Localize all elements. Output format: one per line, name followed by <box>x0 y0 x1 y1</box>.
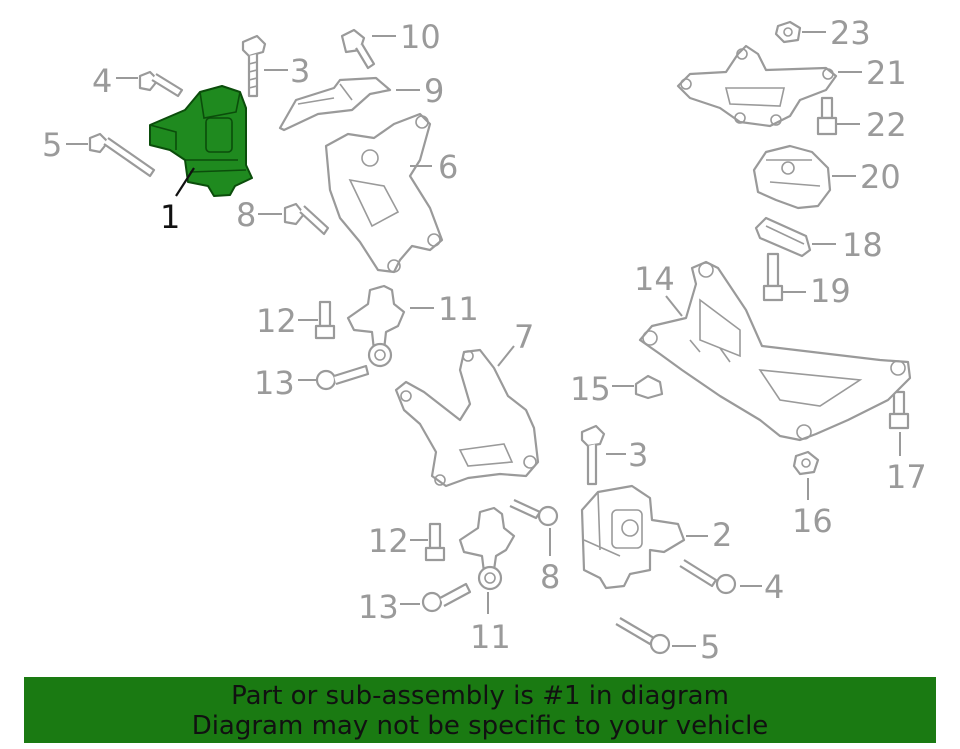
bolt-4-lower[interactable] <box>679 559 737 595</box>
part-11-link-upper[interactable] <box>346 284 406 368</box>
callout-9: 9 <box>424 72 444 110</box>
callout-11-lower: 11 <box>470 618 511 656</box>
bolt-13-lower[interactable] <box>421 582 472 613</box>
callout-7: 7 <box>514 318 534 356</box>
part-6-bracket[interactable] <box>324 112 444 274</box>
bolt-4-upper[interactable] <box>138 70 184 98</box>
leader-lines <box>66 31 901 647</box>
callout-18: 18 <box>842 226 883 264</box>
callout-3-lower: 3 <box>628 436 648 474</box>
callout-8-lower: 8 <box>540 558 560 596</box>
callout-21: 21 <box>866 54 907 92</box>
callout-22: 22 <box>866 106 907 144</box>
callout-4-upper: 4 <box>92 62 112 100</box>
bolt-12-upper[interactable] <box>314 300 336 340</box>
callout-8-upper: 8 <box>236 196 256 234</box>
callout-19: 19 <box>810 272 851 310</box>
callout-10: 10 <box>400 18 441 56</box>
part-1-engine-mount[interactable] <box>149 85 253 197</box>
bolt-22[interactable] <box>816 96 838 136</box>
callout-12-upper: 12 <box>256 302 297 340</box>
bolt-5-lower[interactable] <box>615 617 671 655</box>
callout-11-upper: 11 <box>438 290 479 328</box>
notice-banner: Part or sub-assembly is #1 in diagram Di… <box>24 677 936 743</box>
part-9-bracket[interactable] <box>278 76 392 132</box>
callout-16: 16 <box>792 502 833 540</box>
callout-23: 23 <box>830 14 871 52</box>
part-7-bracket[interactable] <box>394 348 540 488</box>
part-15-clip[interactable] <box>634 374 664 400</box>
part-20-mount[interactable] <box>752 144 832 210</box>
callout-17: 17 <box>886 458 927 496</box>
nut-23[interactable] <box>774 20 802 44</box>
bolt-8-lower[interactable] <box>509 499 559 527</box>
callout-3-upper: 3 <box>290 52 310 90</box>
bolt-12-lower[interactable] <box>424 522 446 562</box>
part-14-subframe[interactable] <box>638 260 912 442</box>
callout-14: 14 <box>634 260 675 298</box>
part-21-bracket[interactable] <box>676 44 838 128</box>
callout-1: 1 <box>160 198 180 236</box>
bolt-8-upper[interactable] <box>283 202 330 236</box>
bolt-3-upper[interactable] <box>241 34 267 98</box>
part-2-mount[interactable] <box>580 484 686 590</box>
callout-4-lower: 4 <box>764 568 784 606</box>
bolt-5-upper[interactable] <box>88 132 156 178</box>
banner-line-2: Diagram may not be specific to your vehi… <box>191 711 769 741</box>
callout-13-lower: 13 <box>358 588 399 626</box>
part-11-link-lower[interactable] <box>458 506 516 591</box>
callout-6: 6 <box>438 148 458 186</box>
callout-20: 20 <box>860 158 901 196</box>
bolt-10[interactable] <box>340 28 376 70</box>
bolt-3-lower[interactable] <box>580 424 606 486</box>
bolt-19[interactable] <box>762 252 784 302</box>
part-18-plate[interactable] <box>754 216 812 258</box>
banner-line-1: Part or sub-assembly is #1 in diagram <box>231 681 729 711</box>
bolt-13-upper[interactable] <box>315 364 370 391</box>
callout-5-upper: 5 <box>42 126 62 164</box>
callout-2: 2 <box>712 516 732 554</box>
callout-15: 15 <box>570 370 611 408</box>
callout-5-lower: 5 <box>700 628 720 666</box>
callout-13-upper: 13 <box>254 364 295 402</box>
callout-12-lower: 12 <box>368 522 409 560</box>
bolt-17[interactable] <box>888 390 910 430</box>
callout-labels: 1 2 3 3 4 4 5 5 6 7 8 8 9 10 11 11 12 12… <box>42 14 927 666</box>
nut-16[interactable] <box>792 450 820 476</box>
